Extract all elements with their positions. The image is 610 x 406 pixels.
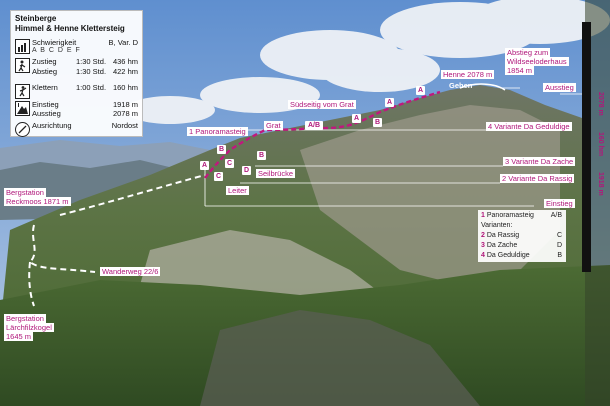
right-edge-shade	[585, 0, 610, 406]
label-ausstieg: Ausstieg	[543, 83, 576, 92]
label-wanderweg: Wanderweg 22/6	[100, 267, 161, 276]
approach-row: Zustieg 1:30 Std. 436 hm	[11, 57, 142, 75]
panel-subtitle: Himmel & Henne Klettersteig	[15, 24, 125, 33]
panel-title: Steinberge	[15, 14, 57, 23]
label-variant-2: 2 Variante Da Rassig	[500, 174, 575, 183]
climber-icon	[15, 84, 30, 99]
label-einstieg: Einstieg	[544, 199, 575, 208]
grade-badge-b3: B	[257, 151, 266, 160]
legend-row: 1 Panoramasteig A/B	[481, 212, 562, 219]
label-suedseitig: Südseitig vom Grat	[288, 100, 356, 109]
legend-row: Varianten:	[481, 222, 513, 229]
reference-lines	[204, 87, 583, 207]
difficulty-value: B, Var. D	[108, 38, 138, 47]
scale-top-elevation: 2078 m	[597, 92, 604, 116]
entry-label: Einstieg	[32, 100, 59, 109]
descent-arc-trail	[459, 83, 506, 91]
scale-bottom-elevation: 1918 m	[597, 172, 604, 196]
approach-label: Zustieg	[32, 57, 57, 66]
grade-badge-c1: C	[225, 159, 234, 168]
elevation-icon	[15, 101, 30, 116]
label-panoramasteig: 1 Panoramasteig	[187, 127, 248, 136]
label-bergstation-reckmoos-1: Bergstation	[4, 188, 46, 197]
grade-badge-ab: A/B	[305, 121, 323, 130]
route-info-panel: Steinberge Himmel & Henne Klettersteig S…	[10, 10, 143, 137]
hiker-icon	[15, 58, 30, 73]
difficulty-row: Schwierigkeit B, Var. D A B C D E F	[11, 38, 142, 56]
grade-badge-a4: A	[200, 161, 209, 170]
label-abstieg-1: Abstieg zum	[505, 48, 551, 57]
climbing-height: 160 hm	[112, 83, 138, 92]
grade-badge-a3: A	[416, 86, 425, 95]
scale-height-difference: 160 hm	[597, 132, 604, 157]
foreground-rocks	[200, 310, 480, 406]
approach-height: 436 hm	[112, 57, 138, 66]
label-variant-4: 4 Variante Da Geduldige	[486, 122, 572, 131]
aspect-value: Nordost	[111, 121, 138, 130]
label-bergstation-laerchfilzkogel-1: Bergstation	[4, 314, 46, 323]
difficulty-scale: A B C D E F	[32, 47, 81, 54]
climbing-row: Klettern 1:00 Std. 160 hm	[11, 83, 142, 101]
label-bergstation-laerchfilzkogel-3: 1645 m	[4, 332, 34, 341]
grade-badge-d1: D	[242, 166, 251, 175]
label-bergstation-reckmoos-2: Reckmoos 1871 m	[4, 197, 71, 206]
grade-badge-a2: A	[385, 98, 394, 107]
difficulty-label: Schwierigkeit	[32, 38, 77, 47]
descent-time: 1:30 Std.	[76, 67, 107, 76]
label-grat: Grat	[264, 121, 283, 130]
elevation-scale-bar	[582, 22, 591, 272]
legend-row: 4 Da Geduldige B	[481, 252, 562, 259]
variants-legend: 1 Panoramasteig A/B Varianten: 2 Da Rass…	[478, 210, 566, 262]
compass-icon	[15, 122, 30, 137]
approach-time: 1:30 Std.	[76, 57, 107, 66]
climbing-route	[204, 90, 441, 179]
descent-row: Abstieg 1:30 Std. 422 hm	[11, 67, 142, 85]
label-abstieg-3: 1854 m	[505, 66, 535, 75]
climbing-time: 1:00 Std.	[76, 83, 107, 92]
grade-badge-a1: A	[352, 114, 361, 123]
difficulty-grade-icon	[15, 39, 30, 54]
aspect-row: Ausrichtung Nordost	[11, 121, 142, 139]
entry-row: Einstieg 1918 m	[11, 100, 142, 118]
descent-trail-laerchfilzkogel	[28, 261, 35, 307]
exit-label: Ausstieg	[32, 109, 61, 118]
label-leiter: Leiter	[226, 186, 249, 195]
grade-badge-c2: C	[214, 172, 223, 181]
label-henne: Henne 2078 m	[441, 70, 495, 79]
grade-badge-b2: B	[217, 145, 226, 154]
entry-height: 1918 m	[112, 100, 138, 109]
legend-row: 3 Da Zache D	[481, 242, 562, 249]
wanderweg-trail	[28, 224, 96, 273]
grade-badge-b1: B	[373, 118, 382, 127]
climbing-label: Klettern	[32, 83, 58, 92]
label-bergstation-laerchfilzkogel-2: Lärchfilzkogel	[4, 323, 54, 332]
aspect-label: Ausrichtung	[32, 121, 72, 130]
label-seilbruecke: Seilbrücke	[256, 169, 296, 178]
exit-height: 2078 m	[112, 109, 138, 118]
label-abstieg-2: Wildseeloderhaus	[505, 57, 569, 66]
legend-row: 2 Da Rassig C	[481, 232, 562, 239]
label-variant-3: 3 Variante Da Zache	[503, 157, 576, 166]
approach-trail	[59, 174, 206, 216]
label-gehen: Gehen	[449, 81, 473, 90]
descent-label: Abstieg	[32, 67, 58, 76]
exit-row: Ausstieg 2078 m	[11, 109, 142, 127]
descent-height: 422 hm	[112, 67, 138, 76]
